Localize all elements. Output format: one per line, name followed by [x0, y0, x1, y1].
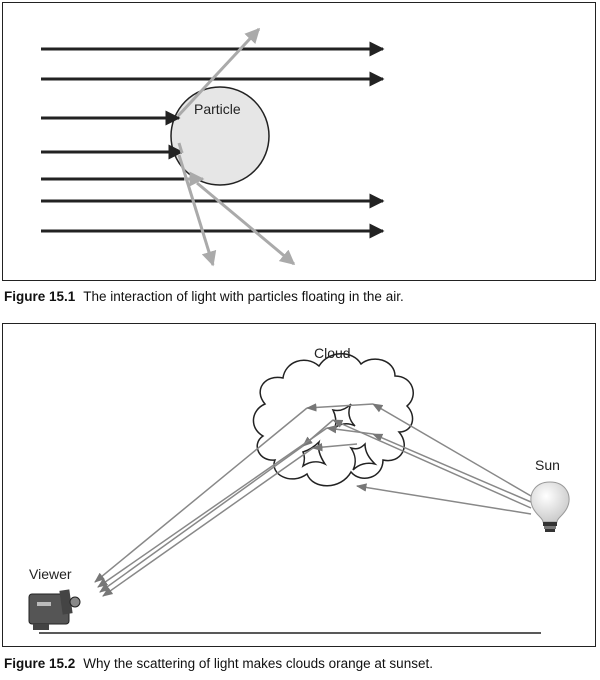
figure-15-2: Cloud Sun Viewer	[2, 323, 596, 647]
figure-15-1-caption: Figure 15.1 The interaction of light with…	[4, 289, 404, 304]
cloud-hole	[349, 442, 378, 471]
caption-number: Figure 15.1	[4, 289, 76, 304]
video-camera-icon	[28, 589, 81, 630]
caption-text: Why the scattering of light makes clouds…	[83, 656, 433, 671]
light-bulb-icon	[530, 481, 570, 532]
caption-text: The interaction of light with particles …	[83, 289, 404, 304]
scatter-ray	[325, 425, 374, 435]
particle-label: Particle	[194, 101, 241, 117]
scatter-ray	[305, 403, 374, 412]
viewer-ray	[97, 427, 328, 588]
scattered-ray	[196, 181, 296, 266]
caption-number: Figure 15.2	[4, 656, 76, 671]
viewer-label: Viewer	[29, 566, 72, 582]
scattered-ray	[177, 154, 217, 267]
viewer-ray	[94, 407, 308, 583]
cloud-scattering-diagram: Cloud Sun Viewer	[28, 345, 570, 634]
sun-ray	[355, 483, 532, 515]
sun-ray	[372, 403, 532, 497]
figure-15-1: Particle	[2, 2, 596, 281]
sun-ray	[372, 433, 532, 503]
scattered-ray	[176, 27, 261, 118]
sun-label: Sun	[535, 457, 560, 473]
particle-diagram: Particle	[41, 27, 385, 267]
particle	[170, 86, 270, 186]
viewer-ray	[99, 445, 304, 593]
scattered-ray	[177, 142, 184, 154]
viewer-ray	[102, 447, 314, 597]
sun-ray	[332, 419, 532, 509]
figure-15-2-caption: Figure 15.2 Why the scattering of light m…	[4, 656, 433, 671]
scatter-ray	[311, 442, 358, 452]
cloud-label: Cloud	[314, 345, 351, 361]
